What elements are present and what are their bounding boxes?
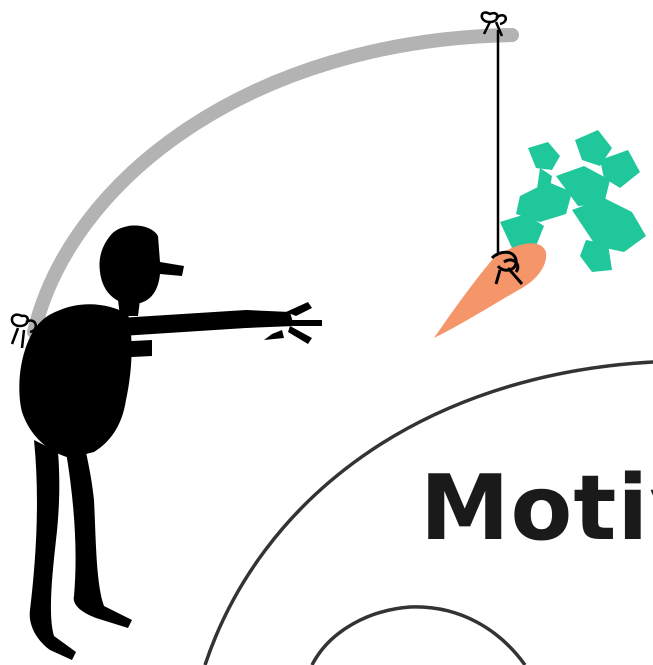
man-silhouette-icon xyxy=(19,226,322,661)
carrot-icon xyxy=(434,243,546,338)
inner-ring xyxy=(312,607,525,665)
headline-text: Motiv xyxy=(420,464,653,554)
